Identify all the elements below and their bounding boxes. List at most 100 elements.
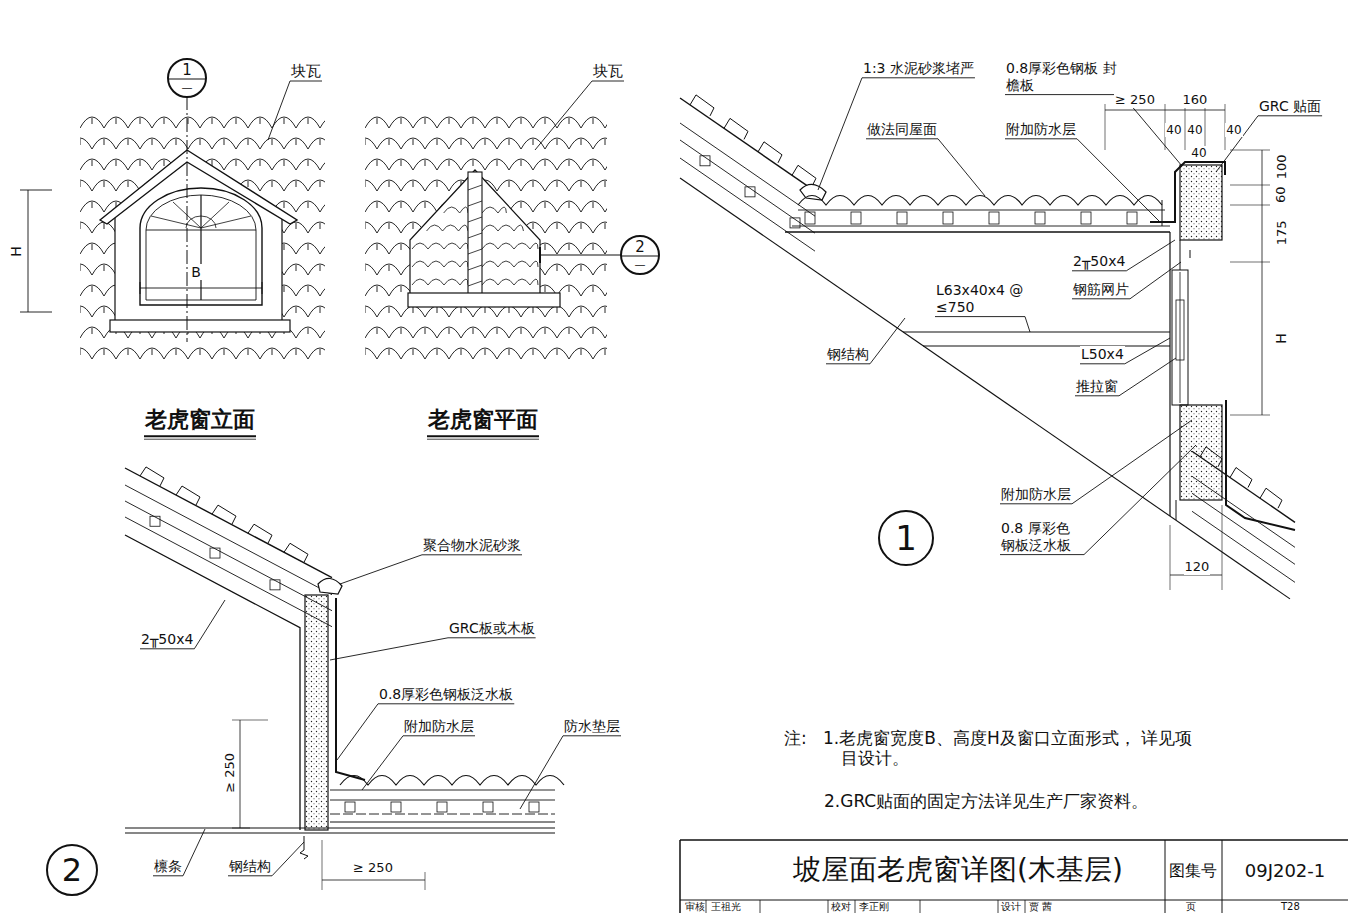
drawn-line [903, 331, 1170, 332]
tile-row [482, 243, 538, 249]
drawn-line [125, 832, 555, 833]
batten [345, 802, 355, 812]
title-block-cell: 校对 [830, 901, 852, 913]
leader-line [1216, 116, 1258, 172]
leader-line [337, 704, 378, 760]
leader-line [1126, 240, 1175, 271]
tile-row [80, 348, 325, 359]
marker-number: 2 [635, 240, 645, 255]
leader-line [935, 316, 1025, 317]
dimension: H [1273, 332, 1290, 345]
drawn-line [468, 233, 482, 238]
callout-label: 推拉窗 [1075, 378, 1119, 395]
dimension: 40 [1165, 123, 1182, 137]
window-sill [110, 320, 290, 332]
window-sash [1176, 300, 1184, 360]
tile-field [80, 117, 325, 367]
callout-label: 2╥50x4 [140, 631, 194, 648]
callout-label: 0.8厚彩色钢板 封檐板 [1005, 60, 1122, 94]
leader-line [194, 600, 225, 649]
roof-tile [758, 142, 782, 163]
drawn-line [680, 839, 1348, 841]
leader-line [1072, 298, 1130, 299]
flashing [1226, 400, 1295, 530]
tile-row [482, 207, 506, 213]
drawn-line [1230, 415, 1270, 416]
leader-line [272, 842, 304, 876]
leader-line [592, 81, 624, 82]
dimension: ≥ 250 [1114, 92, 1156, 108]
view-title: 老虎窗立面 [144, 407, 256, 433]
drawn-line [468, 201, 482, 206]
callout-label: 1:3 水泥砂浆堵严 [862, 60, 975, 77]
dimension: 120 [1184, 559, 1211, 575]
leader-line [448, 637, 536, 638]
tile-row [365, 348, 607, 359]
drawn-line [792, 226, 1170, 227]
dormer-wall [115, 160, 282, 322]
drawn-line [125, 468, 332, 578]
drawn-line [1170, 525, 1171, 590]
dormer-plan [410, 170, 540, 296]
leader-line [1005, 138, 1077, 139]
leader-line [1005, 94, 1122, 95]
tile-row [482, 279, 538, 285]
drawn-line [539, 247, 541, 263]
bolt [300, 836, 308, 859]
marker-number: 1 [182, 63, 192, 78]
drawn-line [1230, 185, 1270, 186]
window-frame [146, 195, 256, 300]
callout-label: 钢筋网片 [1072, 281, 1130, 298]
callout-label: 钢结构 [826, 346, 870, 363]
drawn-line [125, 485, 332, 595]
dimension: ≥ 250 [222, 752, 238, 794]
batten [270, 580, 280, 590]
drawn-line [1025, 900, 1026, 913]
drawn-line [262, 282, 263, 294]
tile-row [482, 225, 523, 231]
callout-label: L63x40x4 @ ≤750 [935, 282, 1025, 316]
batten [483, 802, 493, 812]
title-block-cell: 设计 [1000, 901, 1022, 913]
roof-tile [798, 196, 1162, 206]
drawn-line [1176, 500, 1177, 520]
leader-line [422, 554, 522, 555]
drawn-line [140, 282, 141, 294]
drawn-line [679, 840, 681, 913]
leader-line [330, 638, 448, 660]
callout-label: 0.8 厚彩色 钢板泛水板 [1000, 520, 1084, 554]
dimension: 160 [1182, 92, 1209, 108]
leader-line [1072, 420, 1192, 504]
callout-label: 0.8厚彩色钢板泛水板 [378, 686, 514, 703]
batten [1127, 212, 1137, 224]
leader-line [535, 81, 592, 150]
drawn-line [680, 900, 1348, 901]
drawn-line [998, 900, 999, 913]
tile-row [365, 138, 607, 149]
index-marker: 2— [620, 235, 660, 275]
leader-line [268, 81, 290, 140]
leader-line [938, 139, 985, 196]
drawn-line [828, 900, 829, 913]
leader-line [866, 138, 938, 139]
sliding-window [1172, 270, 1188, 405]
batten [851, 212, 861, 224]
drawn-line [330, 800, 555, 801]
leader-line [1000, 503, 1072, 504]
detail-number: 1 [878, 510, 934, 566]
leader-line [1072, 270, 1126, 271]
title-underline [144, 439, 256, 440]
drawing-title: 坡屋面老虎窗详图(木基层) [792, 853, 1124, 887]
drawn-line [28, 190, 29, 312]
batten [805, 212, 815, 224]
roof-tile [176, 486, 200, 505]
drawn-line [923, 345, 1170, 346]
drawn-line [785, 231, 1170, 232]
grc-board [305, 595, 328, 830]
leader-line [403, 735, 475, 736]
drawn-line [1205, 104, 1206, 150]
drawn-line [468, 185, 482, 190]
batten [210, 548, 220, 558]
title-underline [427, 435, 539, 437]
